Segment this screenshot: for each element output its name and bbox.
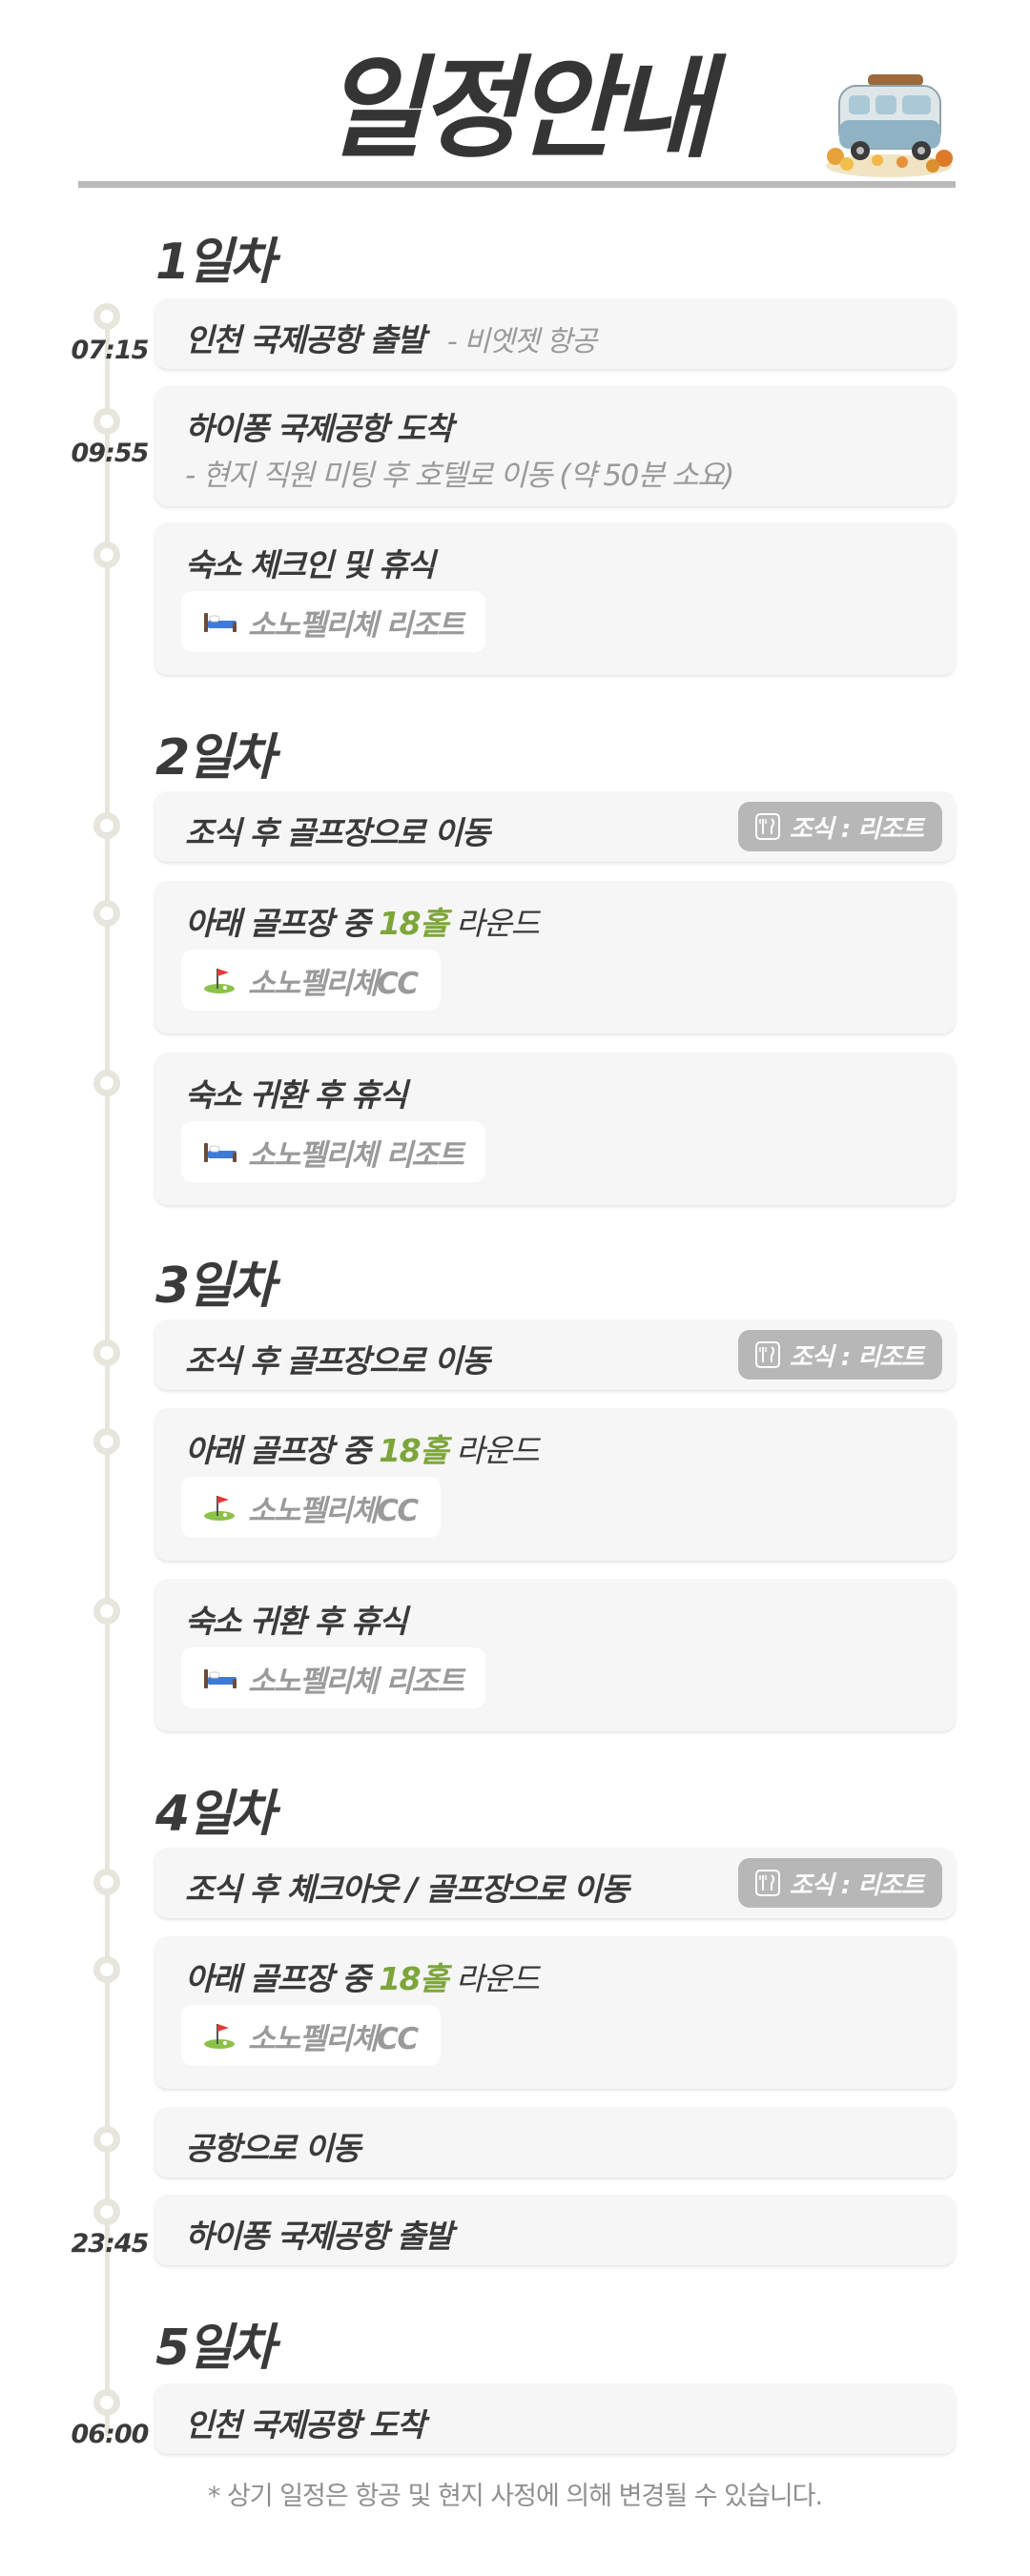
timeline-node xyxy=(93,542,120,568)
round-holes: 18홀 xyxy=(379,1432,448,1469)
card-title-text: 인천 국제공항 출발 xyxy=(185,321,425,358)
golf-flag-icon xyxy=(202,966,240,994)
meal-badge-text: 조식 : 리조트 xyxy=(789,814,924,844)
golf-course-pill: 소노펠리체CC xyxy=(181,950,441,1011)
golf-flag-icon xyxy=(202,1493,240,1522)
timeline-node xyxy=(93,1339,120,1366)
vintage-bus-illustration xyxy=(826,74,953,177)
fork-knife-icon xyxy=(754,1341,780,1368)
day-heading: 2일차 xyxy=(155,729,276,787)
golf-course-pill: 소노펠리체CC xyxy=(181,2005,441,2066)
golf-course-name: 소노펠리체CC xyxy=(248,966,419,1001)
round-prefix: 아래 골프장 중 xyxy=(185,1960,380,1997)
card-title-text: 공항으로 이동 xyxy=(185,2130,361,2167)
timeline-node xyxy=(93,1428,120,1455)
meal-badge: 조식 : 리조트 xyxy=(737,802,942,851)
schedule-card: 하이퐁 국제공항 출발 xyxy=(154,2195,956,2265)
day-heading: 1일차 xyxy=(155,234,276,291)
time-label: 23:45 xyxy=(71,2229,150,2259)
golf-course-pill: 소노펠리체CC xyxy=(181,1477,441,1538)
card-title-text: 하이퐁 국제공항 출발 xyxy=(185,2218,453,2255)
fork-knife-icon xyxy=(754,813,780,840)
accommodation-name: 소노펠리체 리조트 xyxy=(248,607,464,643)
timeline-node xyxy=(93,303,120,330)
schedule-card: 하이퐁 국제공항 도착 - 현지 직원 미팅 후 호텔로 이동 (약 50분 소… xyxy=(154,386,956,506)
schedule-card: 조식 후 골프장으로 이동 조식 : 리조트 xyxy=(154,1319,956,1390)
card-title-text: 조식 후 골프장으로 이동 xyxy=(185,1342,490,1380)
schedule-card: 조식 후 골프장으로 이동 조식 : 리조트 xyxy=(154,791,956,862)
day-heading: 5일차 xyxy=(155,2320,276,2377)
schedule-card: 인천 국제공항 출발 - 비엣젯 항공 xyxy=(154,298,956,369)
meal-badge: 조식 : 리조트 xyxy=(737,1858,942,1908)
card-title-text: 인천 국제공항 도착 xyxy=(185,2406,425,2443)
accommodation-name: 소노펠리체 리조트 xyxy=(248,1664,464,1699)
golf-course-name: 소노펠리체CC xyxy=(248,1493,419,1528)
card-title-text: 숙소 귀환 후 휴식 xyxy=(185,1603,408,1640)
timeline-node xyxy=(93,1956,120,1983)
round-holes: 18홀 xyxy=(379,905,448,942)
schedule-card: 인천 국제공항 도착 xyxy=(154,2383,956,2454)
round-suffix: 라운드 xyxy=(446,1960,540,1997)
card-title-text: 조식 후 골프장으로 이동 xyxy=(185,814,490,851)
accommodation-pill: 소노펠리체 리조트 xyxy=(181,1121,486,1182)
timeline-node xyxy=(93,408,120,435)
timeline-node xyxy=(93,900,120,927)
accommodation-name: 소노펠리체 리조트 xyxy=(248,1137,464,1173)
card-subtitle: - 현지 직원 미팅 후 호텔로 이동 (약 50분 소요) xyxy=(185,459,734,493)
card-subtitle: - 비엣젯 항공 xyxy=(446,325,597,358)
timeline-node xyxy=(93,1869,120,1895)
day-heading: 4일차 xyxy=(155,1786,276,1843)
meal-badge-text: 조식 : 리조트 xyxy=(789,1342,924,1372)
golf-flag-icon xyxy=(202,2021,240,2050)
meal-badge: 조식 : 리조트 xyxy=(737,1330,942,1380)
schedule-card: 숙소 귀환 후 휴식 소노펠리체 리조트 xyxy=(154,1579,956,1731)
schedule-card: 조식 후 체크아웃 / 골프장으로 이동 조식 : 리조트 xyxy=(154,1848,956,1918)
page-title: 일정안내 xyxy=(322,45,713,174)
timeline-node xyxy=(93,2198,120,2225)
timeline-node xyxy=(93,1070,120,1096)
footnote: * 상기 일정은 항공 및 현지 사정에 의해 변경될 수 있습니다. xyxy=(207,2482,823,2511)
golf-course-name: 소노펠리체CC xyxy=(248,2021,419,2056)
schedule-card: 아래 골프장 중 18홀 라운드 소노펠리체CC xyxy=(154,1936,956,2089)
timeline-node xyxy=(93,1598,120,1625)
timeline-node xyxy=(93,2389,120,2416)
schedule-card: 숙소 체크인 및 휴식 소노펠리체 리조트 xyxy=(154,522,956,675)
time-label: 09:55 xyxy=(71,439,150,468)
bed-icon xyxy=(202,1664,240,1692)
timeline-node xyxy=(93,812,120,839)
meal-badge-text: 조식 : 리조트 xyxy=(789,1871,924,1900)
round-suffix: 라운드 xyxy=(446,1432,540,1469)
timeline-line xyxy=(105,315,110,2436)
card-title-text: 숙소 체크인 및 휴식 xyxy=(185,546,435,583)
bed-icon xyxy=(202,1137,240,1166)
schedule-card: 아래 골프장 중 18홀 라운드 소노펠리체CC xyxy=(154,1408,956,1561)
schedule-card: 아래 골프장 중 18홀 라운드 소노펠리체CC xyxy=(154,881,956,1033)
card-title-text: 하이퐁 국제공항 도착 xyxy=(185,410,453,447)
round-prefix: 아래 골프장 중 xyxy=(185,905,380,942)
round-prefix: 아래 골프장 중 xyxy=(185,1432,380,1469)
day-heading: 3일차 xyxy=(155,1257,276,1315)
schedule-card: 숙소 귀환 후 휴식 소노펠리체 리조트 xyxy=(154,1053,956,1205)
accommodation-pill: 소노펠리체 리조트 xyxy=(181,591,486,652)
timeline-node xyxy=(93,2126,120,2153)
round-holes: 18홀 xyxy=(379,1960,448,1997)
schedule-card: 공항으로 이동 xyxy=(154,2107,956,2177)
card-title-text: 조식 후 체크아웃 / 골프장으로 이동 xyxy=(185,1871,629,1908)
fork-knife-icon xyxy=(754,1870,780,1896)
time-label: 06:00 xyxy=(71,2420,150,2449)
bed-icon xyxy=(202,607,240,636)
time-label: 07:15 xyxy=(71,336,150,365)
round-suffix: 라운드 xyxy=(446,905,540,942)
accommodation-pill: 소노펠리체 리조트 xyxy=(181,1647,486,1708)
header-divider xyxy=(78,181,956,188)
card-title-text: 숙소 귀환 후 휴식 xyxy=(185,1076,408,1114)
